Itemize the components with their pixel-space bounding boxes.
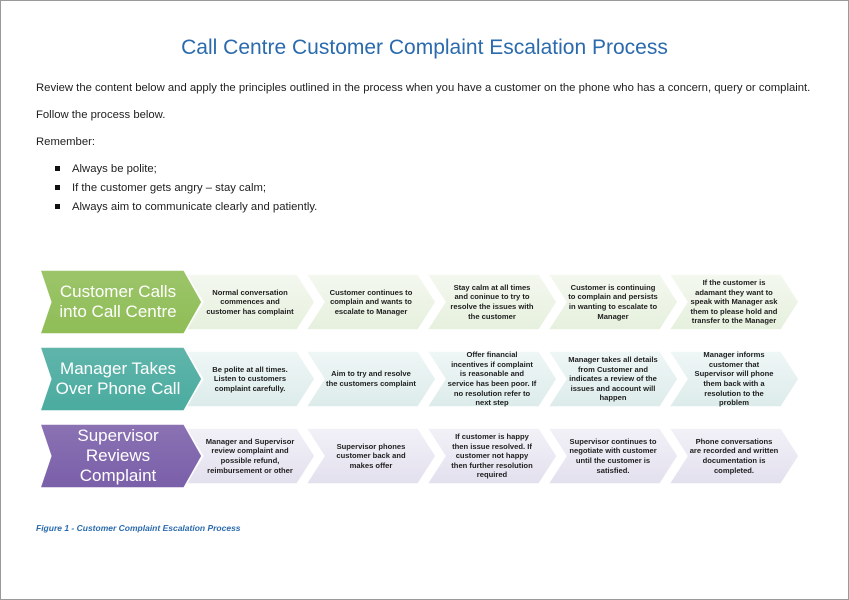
reminder-list: Always be polite; If the customer gets a… — [55, 160, 317, 217]
row-1-step-4-chevron — [546, 273, 679, 331]
row-2-stage-label: Manager Takes Over Phone Call — [55, 359, 181, 398]
row-1-step-5-chevron — [667, 273, 800, 331]
row-1-step-1-chevron — [183, 273, 316, 331]
row-2-step-2-chevron — [304, 350, 437, 408]
row-3-step-2-text: Supervisor phones customer back and make… — [336, 441, 406, 470]
row-3-step-4-text: Supervisor continues to negotiate with c… — [569, 436, 657, 475]
row-2-step-5-text: Manager informs customer that Supervisor… — [694, 350, 774, 408]
row-1-step-2-text: Customer continues to complain and wants… — [329, 287, 413, 316]
row-2-step-3-text: Offer financial incentives if complaint … — [447, 350, 537, 408]
row-1-stage-chevron — [38, 269, 203, 335]
page-title: Call Centre Customer Complaint Escalatio… — [181, 36, 668, 59]
figure-caption: Figure 1 - Customer Complaint Escalation… — [36, 523, 241, 533]
bullet-square-icon — [55, 165, 60, 171]
row-2-step-4-chevron — [546, 350, 679, 408]
row-3-step-2-chevron — [304, 427, 437, 485]
row-2-step-1-text: Be polite at all times. Listen to custom… — [212, 364, 288, 393]
row-1-stage-label: Customer Calls into Call Centre — [59, 282, 177, 321]
intro-paragraph: Review the content below and apply the p… — [36, 82, 811, 94]
reminder-item: Always be polite; — [55, 160, 317, 179]
row-3-step-3-text: If customer is happy then issue resolved… — [451, 432, 533, 480]
row-3-step-1-chevron — [183, 427, 316, 485]
row-2-step-4-text: Manager takes all details from Customer … — [568, 355, 658, 403]
row-3-step-5-text: Phone conversations are recorded and wri… — [689, 436, 779, 475]
reminder-item: Always aim to communicate clearly and pa… — [55, 198, 317, 217]
row-3-step-1-text: Manager and Supervisor review complaint … — [205, 436, 295, 475]
row-1-step-1-text: Normal conversation commences and custom… — [206, 287, 294, 316]
row-2-step-1-chevron — [183, 350, 316, 408]
follow-paragraph: Follow the process below. — [36, 109, 166, 121]
row-2-step-3-chevron — [425, 350, 558, 408]
row-2-step-5-chevron — [667, 350, 800, 408]
row-2-step-2-text: Aim to try and resolve the customers com… — [326, 369, 416, 388]
row-1-step-2-chevron — [304, 273, 437, 331]
row-3-step-5-chevron — [667, 427, 800, 485]
row-3-stage-chevron — [38, 423, 203, 489]
row-2-stage-chevron — [38, 346, 203, 412]
bullet-square-icon — [55, 184, 60, 190]
remember-label: Remember: — [36, 136, 96, 148]
row-3-step-4-chevron — [546, 427, 679, 485]
row-1-step-4-text: Customer is continuing to complain and p… — [568, 282, 658, 321]
row-1-step-3-text: Stay calm at all times and coninue to tr… — [450, 282, 534, 321]
row-3-stage-label: Supervisor Reviews Complaint — [77, 426, 159, 485]
bullet-square-icon — [55, 203, 60, 209]
row-3-step-3-chevron — [425, 427, 558, 485]
row-1-step-3-chevron — [425, 273, 558, 331]
row-1-step-5-text: If the customer is adamant they want to … — [690, 278, 778, 326]
reminder-item: If the customer gets angry – stay calm; — [55, 179, 317, 198]
